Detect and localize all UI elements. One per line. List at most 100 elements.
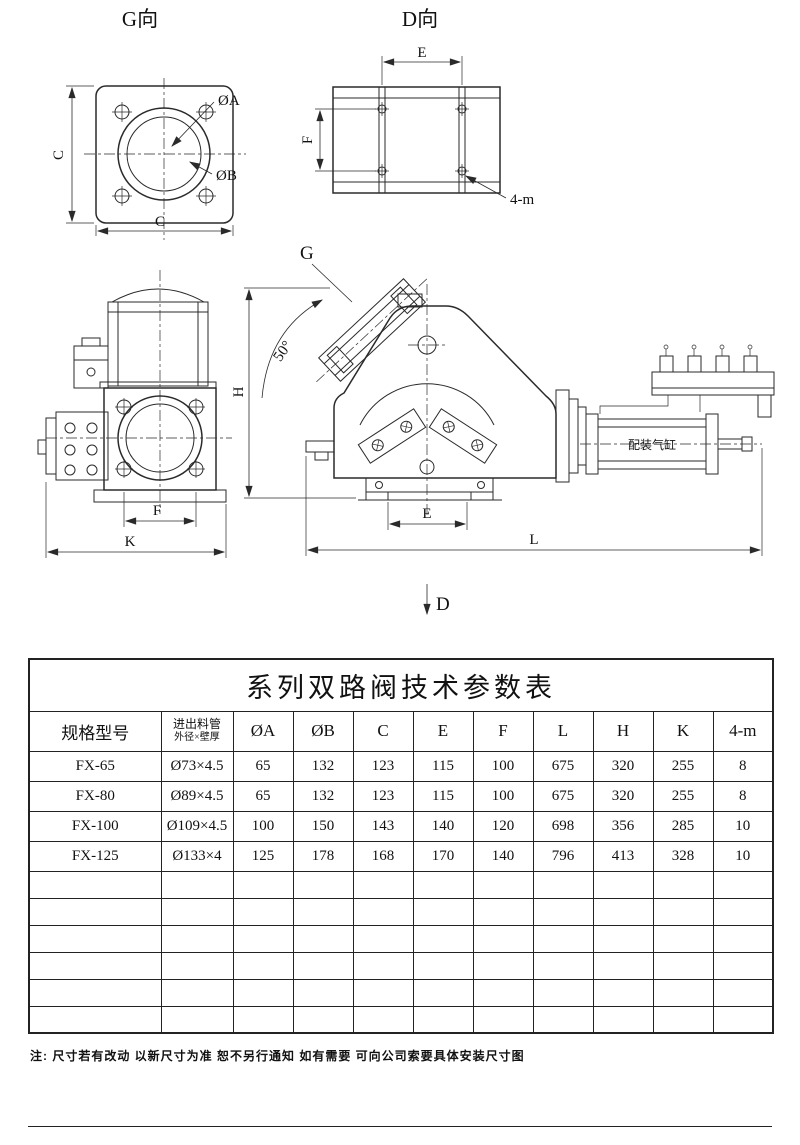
table-cell: 115 <box>412 750 474 782</box>
table-cell <box>28 951 162 980</box>
table-cell <box>232 897 294 926</box>
table-cell <box>472 924 534 953</box>
solenoid-valve-assembly <box>599 344 775 418</box>
table-cell: 675 <box>532 780 594 812</box>
table-cell: Ø89×4.5 <box>160 780 234 812</box>
table-title: 系列双路阀技术参数表 <box>28 658 774 712</box>
table-cell: 123 <box>352 750 414 782</box>
table-cell <box>28 978 162 1007</box>
col-header-c: C <box>352 710 414 752</box>
table-cell <box>532 1005 594 1034</box>
table-cell: 10 <box>712 840 774 872</box>
table-cell <box>532 978 594 1007</box>
table-empty-row <box>28 951 774 980</box>
table-cell <box>712 897 774 926</box>
table-cell <box>592 978 654 1007</box>
table-cell <box>712 924 774 953</box>
d-view: D向 E F 4-m <box>300 7 534 208</box>
table-cell <box>412 870 474 899</box>
table-cell <box>592 951 654 980</box>
table-cell: 168 <box>352 840 414 872</box>
table-cell <box>352 1005 414 1034</box>
table-cell <box>712 951 774 980</box>
table-cell <box>232 978 294 1007</box>
col-header-pipe: 进出料管 外径×壁厚 <box>160 710 234 752</box>
g-view-bolt-holes <box>112 102 216 206</box>
table-cell <box>292 951 354 980</box>
table-cell <box>28 897 162 926</box>
table-cell <box>652 978 714 1007</box>
table-cell <box>712 1005 774 1034</box>
table-cell <box>352 924 414 953</box>
table-cell <box>412 897 474 926</box>
table-cell: 140 <box>472 840 534 872</box>
table-cell: 413 <box>592 840 654 872</box>
table-cell: 65 <box>232 780 294 812</box>
col-header-e: E <box>412 710 474 752</box>
front-view-left-block <box>37 411 109 481</box>
table-cell: 65 <box>232 750 294 782</box>
table-cell <box>652 897 714 926</box>
table-cell: 132 <box>292 750 354 782</box>
dim-label-k: K <box>125 534 136 550</box>
table-cell <box>472 897 534 926</box>
dim-label-f-dview: F <box>300 136 316 144</box>
dim-label-ob: ØB <box>216 168 237 184</box>
table-cell <box>232 924 294 953</box>
table-cell <box>412 1005 474 1034</box>
dim-label-f-front: F <box>153 503 161 519</box>
dim-label-c-bottom: C <box>155 214 165 230</box>
col-header-k: K <box>652 710 714 752</box>
table-cell <box>412 951 474 980</box>
table-cell <box>352 978 414 1007</box>
table-cell <box>160 870 234 899</box>
table-cell <box>232 951 294 980</box>
dim-label-e-side: E <box>422 506 431 522</box>
front-view-left-bracket <box>73 337 109 389</box>
table-cell <box>232 1005 294 1034</box>
table-cell: 285 <box>652 810 714 842</box>
front-view-bolt-holes <box>115 398 205 478</box>
col-header-model: 规格型号 <box>28 710 162 752</box>
table-cell <box>292 1005 354 1034</box>
sheet-frame-bottom-line <box>28 1126 772 1127</box>
table-cell: 698 <box>532 810 594 842</box>
col-header-l: L <box>532 710 594 752</box>
table-cell: 178 <box>292 840 354 872</box>
table-cell: FX-80 <box>28 780 162 812</box>
table-empty-row <box>28 897 774 926</box>
table-cell <box>472 1005 534 1034</box>
view-arrow-label-g: G <box>300 243 314 264</box>
col-header-pipe-line2: 外径×壁厚 <box>174 732 220 744</box>
table-cell <box>160 951 234 980</box>
table-cell: 132 <box>292 780 354 812</box>
table-cell: 8 <box>712 780 774 812</box>
table-cell <box>712 978 774 1007</box>
table-cell: FX-100 <box>28 810 162 842</box>
table-cell <box>292 870 354 899</box>
table-cell: 328 <box>652 840 714 872</box>
table-cell <box>532 897 594 926</box>
table-cell: 796 <box>532 840 594 872</box>
table-cell <box>532 924 594 953</box>
table-cell <box>352 951 414 980</box>
col-header-f: F <box>472 710 534 752</box>
table-cell: 143 <box>352 810 414 842</box>
table-cell <box>292 924 354 953</box>
table-cell <box>292 978 354 1007</box>
view-arrow-label-d: D <box>436 594 450 615</box>
dim-label-4m: 4-m <box>510 192 534 208</box>
table-cell <box>592 897 654 926</box>
table-cell <box>160 1005 234 1034</box>
table-cell: 170 <box>412 840 474 872</box>
table-cell: FX-125 <box>28 840 162 872</box>
col-header-pipe-line1: 进出料管 <box>172 717 221 732</box>
table-cell <box>592 924 654 953</box>
d-view-title: D向 <box>402 7 438 31</box>
table-empty-row <box>28 978 774 1007</box>
air-cylinder: 配装气缸 <box>555 389 762 483</box>
col-header-4m: 4-m <box>712 710 774 752</box>
table-cell: 255 <box>652 750 714 782</box>
table-cell: 356 <box>592 810 654 842</box>
table-empty-row <box>28 1005 774 1034</box>
